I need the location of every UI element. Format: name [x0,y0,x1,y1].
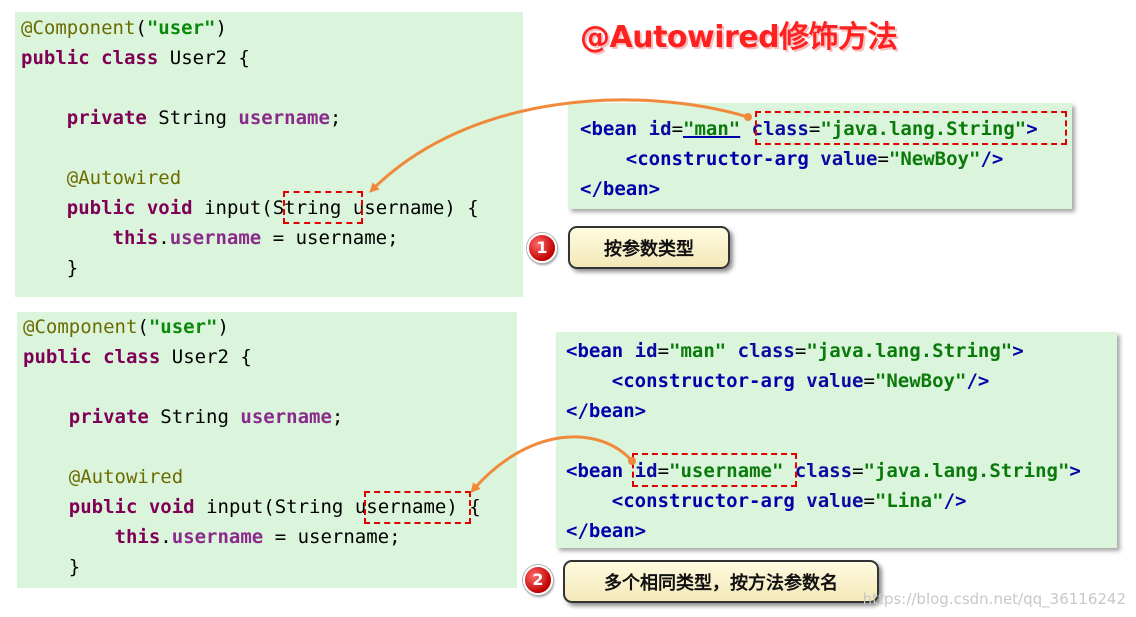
callout-2: 多个相同类型，按方法参数名 [563,560,879,603]
highlight-id-attr-2 [632,453,797,487]
step-badge-1: 1 [527,233,557,263]
page-title: @Autowired修饰方法 [580,20,898,55]
arrow-2-origin-dot [628,457,636,465]
callout-1: 按参数类型 [568,226,730,269]
arrow-1-origin-dot [744,113,752,121]
highlight-param-type-1 [283,191,363,224]
arrow-1 [369,98,749,193]
step-badge-2: 2 [523,565,553,595]
java-code-panel-1 [15,12,523,297]
arrow-2 [470,435,634,494]
highlight-param-name-2 [364,491,471,524]
java-code-panel-2 [17,312,517,588]
java-code-1: @Component("user") public class User2 { … [21,17,479,279]
xml-code-2: <bean id="man" class="java.lang.String">… [566,340,1081,542]
java-code-2: @Component("user") public class User2 { … [23,316,481,578]
xml-code-1: <bean id="man" class="java.lang.String">… [580,118,1038,200]
xml-panel-2 [556,332,1117,548]
param-type-1: String [272,197,342,219]
watermark: https://blog.csdn.net/qq_36116242 [862,590,1126,608]
xml-panel-1 [568,103,1072,209]
param-name-2: username [354,496,447,518]
highlight-class-attr-1 [755,111,1067,145]
